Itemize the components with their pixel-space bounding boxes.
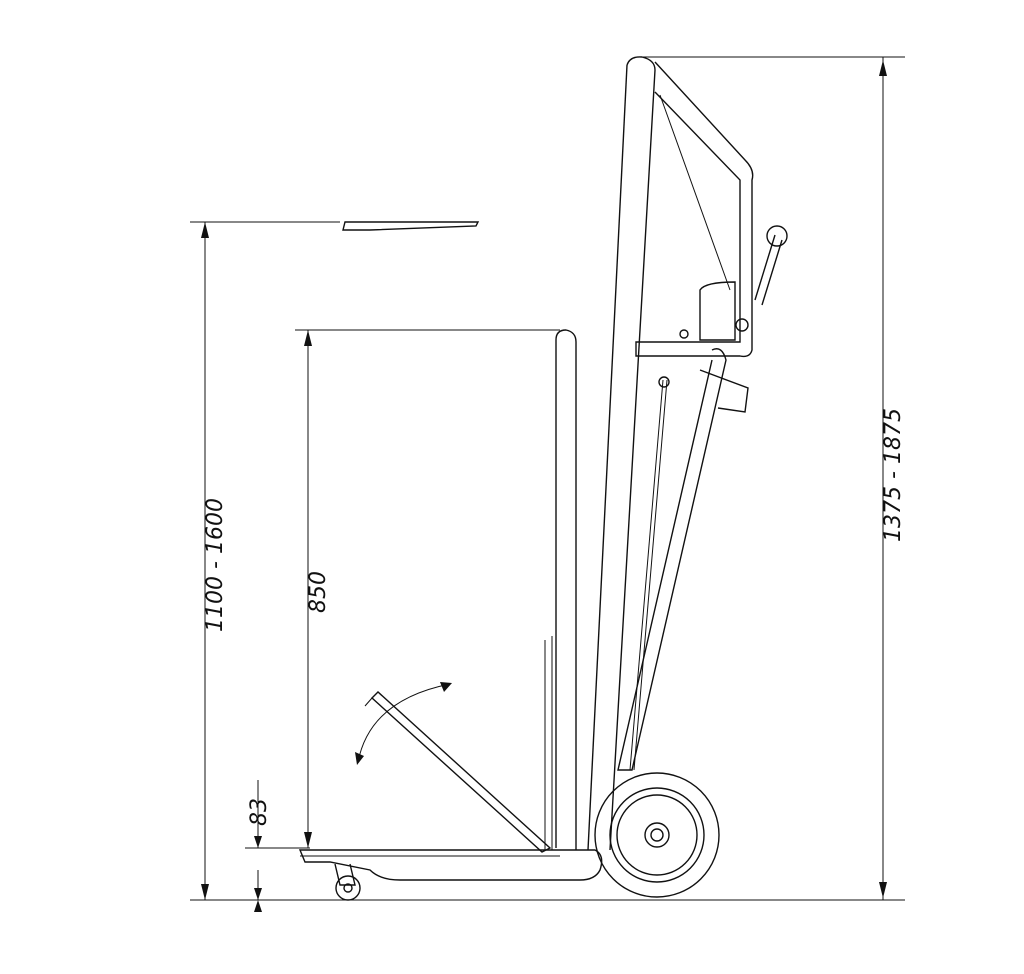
dimension-label-backrest-height: 850: [306, 571, 331, 613]
dimension-platform-height: 1100 - 1600: [190, 221, 340, 900]
strut: [617, 348, 727, 771]
dimension-base-height: 83: [245, 780, 310, 912]
tilt-arrow: [357, 683, 451, 763]
backrest: [555, 329, 577, 850]
crank: [754, 234, 783, 306]
dimension-label-overall-height: 1375 - 1875: [881, 408, 906, 542]
tilt-plate: [370, 691, 552, 853]
wheel: [594, 772, 720, 898]
base-frame: [298, 849, 603, 881]
dimension-label-base-height: 83: [247, 798, 272, 826]
handle-frame: [635, 61, 754, 358]
dimension-overall-height: 1375 - 1875: [640, 56, 906, 900]
mast: [609, 56, 656, 851]
raised-platform: [342, 221, 480, 231]
dimension-label-platform-height: 1100 - 1600: [203, 498, 228, 632]
dimension-backrest-height: 850: [295, 329, 560, 848]
caster-wheel: [334, 863, 361, 901]
trolley-outline: [298, 56, 788, 901]
